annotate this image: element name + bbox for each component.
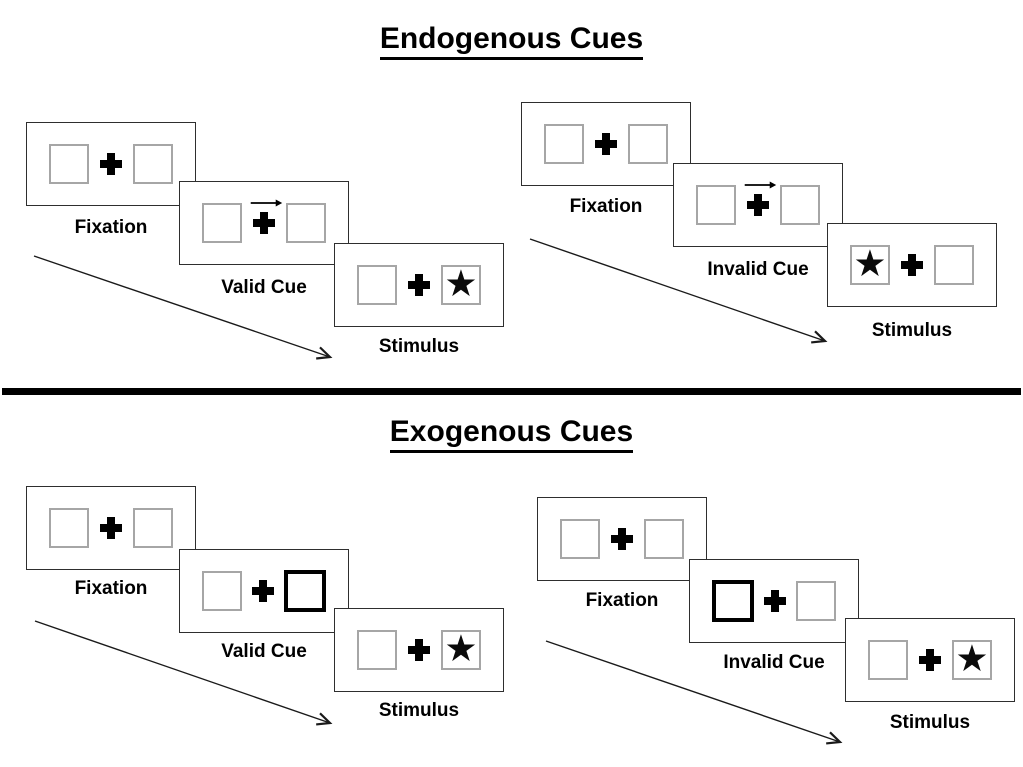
placeholder-box-right [644,519,684,559]
target-star-icon: ★ [955,638,989,679]
panel-label-fixation: Fixation [74,217,148,238]
placeholder-box-left [357,265,397,305]
placeholder-box-left [544,124,584,164]
panel-label-stimulus: Stimulus [889,712,971,733]
fixation-cross-icon [611,528,633,550]
fixation-cross-icon [100,517,122,539]
fixation-cross-icon [100,153,122,175]
placeholder-box-left [868,640,908,680]
target-star-icon: ★ [444,263,478,304]
invalid-cue-panel [689,559,859,643]
panel-label-invalid-cue: Invalid Cue [723,652,825,673]
placeholder-box-right [133,508,173,548]
invalid-cue-panel [673,163,843,247]
target-box-right: ★ [441,265,481,305]
peripheral-cue-box-left [712,580,754,622]
panel-label-stimulus: Stimulus [378,336,460,357]
section-title-text: Exogenous Cues [389,415,634,453]
panel-label-invalid-cue: Invalid Cue [707,259,809,280]
placeholder-box-right [780,185,820,225]
placeholder-box-right [628,124,668,164]
target-box-right: ★ [441,630,481,670]
fixation-cross-icon [919,649,941,671]
placeholder-box-right [934,245,974,285]
cue-arrow-right-icon [744,181,777,189]
panel-label-fixation: Fixation [569,196,643,217]
placeholder-box-left [696,185,736,225]
fixation-cross-icon [252,580,274,602]
stimulus-panel: ★ [334,608,504,692]
target-box-right: ★ [952,640,992,680]
panel-label-valid-cue: Valid Cue [221,641,307,662]
timeline-arrow-icon [34,620,330,723]
section-divider [2,388,1021,395]
fixation-cross-icon [253,212,275,234]
placeholder-box-right [286,203,326,243]
fixation-panel [26,486,196,570]
placeholder-box-left [202,571,242,611]
section-title-exogenous: Exogenous Cues [0,415,1023,453]
fixation-cross-icon [764,590,786,612]
cue-arrow-right-icon [250,199,283,207]
placeholder-box-left [49,144,89,184]
stimulus-panel: ★ [845,618,1015,702]
fixation-cross-icon [901,254,923,276]
placeholder-box-right [133,144,173,184]
target-star-icon: ★ [444,628,478,669]
fixation-panel [26,122,196,206]
fixation-cross-icon [408,639,430,661]
target-box-left: ★ [850,245,890,285]
valid-cue-panel [179,181,349,265]
placeholder-box-left [49,508,89,548]
stimulus-panel: ★ [334,243,504,327]
fixation-cross-icon [408,274,430,296]
fixation-panel [521,102,691,186]
fixation-panel [537,497,707,581]
placeholder-box-left [202,203,242,243]
placeholder-box-left [357,630,397,670]
panel-label-stimulus: Stimulus [378,700,460,721]
fixation-cross-icon [595,133,617,155]
panel-label-fixation: Fixation [585,590,659,611]
timeline-arrow-icon [529,238,825,341]
stimulus-panel: ★ [827,223,997,307]
timeline-arrow-icon [33,255,330,357]
section-title-text: Endogenous Cues [379,22,644,60]
target-star-icon: ★ [853,243,887,284]
panel-label-valid-cue: Valid Cue [221,277,307,298]
panel-label-stimulus: Stimulus [871,320,953,341]
fixation-cross-icon [747,194,769,216]
peripheral-cue-box-right [284,570,326,612]
valid-cue-panel [179,549,349,633]
placeholder-box-left [560,519,600,559]
section-title-endogenous: Endogenous Cues [0,22,1023,60]
placeholder-box-right [796,581,836,621]
panel-label-fixation: Fixation [74,578,148,599]
